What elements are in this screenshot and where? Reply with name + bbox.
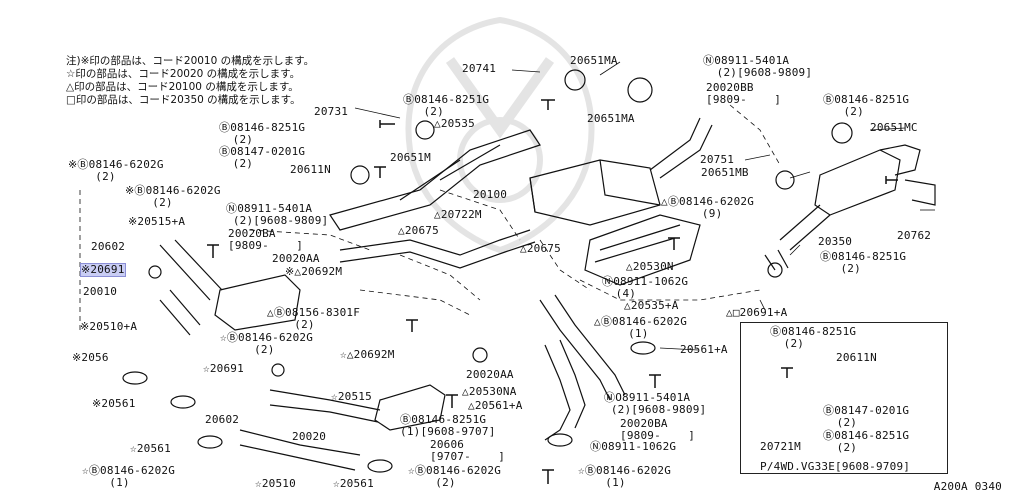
catalyst-left — [214, 274, 301, 331]
bracket-20762 — [904, 179, 936, 206]
part-label-20100: 20100 — [473, 188, 508, 201]
part-label-20721m: 20721M — [760, 440, 801, 453]
main-muffler — [529, 159, 661, 226]
part-label-20020: 20020 — [292, 430, 327, 443]
part-label-20561: ☆20561 — [130, 442, 171, 455]
part-label-08147-0201g: Ⓑ08147-0201G (2) — [219, 145, 306, 170]
part-label-20561a: △20561+A — [468, 399, 523, 412]
part-label-20722m: △20722M — [434, 208, 482, 221]
part-label-20602: 20602 — [91, 240, 126, 253]
part-label-20515: ☆20515 — [331, 390, 372, 403]
part-label-20535a: △20535+A — [624, 299, 679, 312]
part-label-08146-6202g: ※Ⓑ08146-6202G (2) — [125, 184, 221, 209]
part-label-08146-8251g: Ⓑ08146-8251G (2) — [219, 121, 306, 146]
part-label-20691a: △□20691+A — [726, 306, 788, 319]
part-label-20510: ☆20510 — [255, 477, 296, 490]
part-label-08147-0201g: Ⓑ08147-0201G (2) — [823, 404, 910, 429]
part-label-20651ma: 20651MA — [587, 112, 635, 125]
part-label-20606: 20606 [9707- ] — [430, 438, 506, 463]
note-line-1: 注)※印の部品は、コード20010 の構成を示します。 — [66, 55, 315, 67]
part-label-20651mb: 20651MB — [701, 166, 749, 179]
part-label-20510a: ※20510+A — [80, 320, 138, 333]
part-label-08146-6202g: ☆Ⓑ08146-6202G (1) — [82, 464, 176, 489]
part-label-08146-6202g: ☆Ⓑ08146-6202G (2) — [220, 331, 314, 356]
catalyst-lower — [374, 384, 446, 431]
part-label-20611n: 20611N — [290, 163, 331, 176]
note-line-4: □印の部品は、コード20350 の構成を示します。 — [66, 94, 301, 106]
part-label-08146-8251g: Ⓑ08146-8251G (2) — [823, 429, 910, 454]
part-label-20020ba: 20020BA [9809- ] — [620, 417, 696, 442]
part-label-08146-6202g: ☆Ⓑ08146-6202G (1) — [578, 464, 672, 489]
inset-caption: P/4WD.VG33E[9608-9709] — [760, 460, 911, 473]
part-label-20691: ☆20691 — [203, 362, 244, 375]
part-label-08911-1062g: Ⓝ08911-1062G — [590, 440, 677, 453]
front-pipe — [339, 229, 536, 269]
part-label-08911-5401a: Ⓝ08911-5401A (2)[9608-9809] — [226, 202, 329, 227]
part-label-08146-6202g: ☆Ⓑ08146-6202G (2) — [408, 464, 502, 489]
part-label-20535: △20535 — [434, 117, 475, 130]
part-label-20020bb: 20020BB [9809- ] — [706, 81, 782, 106]
part-label-20692m: ※△20692M — [285, 265, 343, 278]
part-label-20691-highlighted: ※20691 — [80, 263, 126, 277]
part-label-20751: 20751 — [700, 153, 735, 166]
catalyst-right — [814, 149, 901, 216]
part-label-08156-8301f: △Ⓑ08156-8301F (2) — [267, 306, 361, 331]
part-label-20675: △20675 — [520, 242, 561, 255]
part-label-20675: △20675 — [398, 224, 439, 237]
part-label-08146-8251g: Ⓑ08146-8251G (2) — [823, 93, 910, 118]
tail-pipe — [649, 117, 713, 179]
part-label-08146-8251g: Ⓑ08146-8251G (2) — [770, 325, 857, 350]
part-label-20692m: ☆△20692M — [340, 348, 395, 361]
part-label-08146-8251g: Ⓑ08146-8251G (2) — [820, 250, 907, 275]
part-label-20561: ※2056 — [72, 351, 109, 364]
part-label-08146-6202g: △Ⓑ08146-6202G (9) — [661, 195, 755, 220]
part-label-20561a: 20561+A — [680, 343, 728, 356]
part-label-08911-5401a: ⓃO8911-5401A (2)[9608-9809] — [604, 391, 707, 416]
note-line-3: △印の部品は、コード20100 の構成を示します。 — [66, 81, 299, 93]
note-line-2: ☆印の部品は、コード20020 の構成を示します。 — [66, 68, 301, 80]
part-label-08911-5401a: Ⓝ08911-5401A (2)[9608-9809] — [703, 54, 813, 79]
part-label-20020aa: 20020AA — [272, 252, 320, 265]
part-label-08146-8251g: Ⓑ08146-8251G (2) — [403, 93, 490, 118]
part-label-08146-6202g: △Ⓑ08146-6202G (1) — [594, 315, 688, 340]
part-label-08146-6202g: ※Ⓑ08146-6202G (2) — [68, 158, 164, 183]
part-label-20651ma: 20651MA — [570, 54, 618, 67]
part-label-20741: 20741 — [462, 62, 497, 75]
inset-box — [740, 322, 948, 474]
heat-shield — [584, 214, 701, 286]
part-label-20515a: ※20515+A — [128, 215, 186, 228]
part-label-20010: 20010 — [83, 285, 118, 298]
part-label-20530n: △20530N — [626, 260, 674, 273]
figure-code: A200A 0340 — [933, 480, 1002, 493]
part-label-20651m: 20651M — [390, 151, 431, 164]
part-label-20611n: 20611N — [836, 351, 877, 364]
part-label-20602: 20602 — [205, 413, 240, 426]
part-label-20530na: △20530NA — [462, 385, 517, 398]
part-label-20762: 20762 — [897, 229, 932, 242]
part-label-20350: 20350 — [818, 235, 853, 248]
part-label-08146-8251g: Ⓑ08146-8251G (1)[9608-9707] — [400, 413, 496, 438]
part-label-20651mc: 20651MC — [870, 121, 918, 134]
part-label-08911-1062g: Ⓝ08911-1062G (4) — [602, 275, 689, 300]
part-label-20561: ☆20561 — [333, 477, 374, 490]
rear-pipe-lower — [539, 294, 626, 401]
part-label-20731: 20731 — [314, 105, 349, 118]
part-label-20561: ※20561 — [92, 397, 136, 410]
part-label-20020aa: 20020AA — [466, 368, 514, 381]
center-pipe-upper — [329, 129, 541, 231]
part-label-20020ba: 20020BA [9809- ] — [228, 227, 304, 252]
